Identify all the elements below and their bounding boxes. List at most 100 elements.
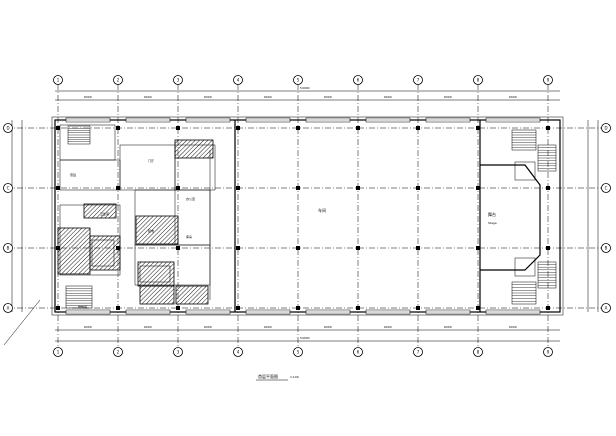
bay-dimension-top: 6000 [204, 95, 212, 99]
column-post [416, 126, 420, 130]
svg-text:B: B [605, 246, 608, 251]
svg-text:7: 7 [417, 350, 420, 355]
svg-text:D: D [6, 126, 9, 131]
column-post [116, 186, 120, 190]
axis-bubble-top-4: 4 [233, 75, 243, 85]
column-post [356, 126, 360, 130]
bay-dimension-top: 6000 [509, 95, 517, 99]
column-post [296, 186, 300, 190]
window-marks [65, 117, 541, 315]
svg-text:C: C [605, 186, 608, 191]
svg-text:4: 4 [237, 350, 240, 355]
overall-dimension-bottom: 54000 [300, 336, 310, 340]
column-post [56, 186, 60, 190]
axis-bubble-left-D: D [3, 123, 13, 133]
column-post [296, 126, 300, 130]
column-post [176, 246, 180, 250]
column-post [296, 306, 300, 310]
stairs [65, 125, 557, 309]
column-post [236, 126, 240, 130]
bay-dimension-bottom: 6000 [509, 325, 517, 329]
column-post [476, 186, 480, 190]
column-post [236, 246, 240, 250]
axis-bubble-bottom-1: 1 [53, 347, 63, 357]
axis-bubble-top-7: 7 [413, 75, 423, 85]
bay-dimension-top: 6000 [264, 95, 272, 99]
drawing-title-block: 首层平面图 1:100 [256, 373, 299, 381]
column-post [416, 186, 420, 190]
axis-bubble-bottom-5: 5 [293, 347, 303, 357]
column-post [56, 126, 60, 130]
column-post [546, 126, 550, 130]
svg-text:C: C [7, 186, 10, 191]
office-label: 办公室 [186, 196, 195, 201]
stair-bottom-left [65, 285, 93, 309]
axis-bubble-top-9: 9 [543, 75, 553, 85]
axis-bubble-top-6: 6 [353, 75, 363, 85]
column-post [476, 126, 480, 130]
stair-top-left [67, 125, 91, 145]
bay-dimension-top: 6000 [384, 95, 392, 99]
column-post [476, 246, 480, 250]
column-post [356, 306, 360, 310]
bay-dimension-top: 6000 [444, 95, 452, 99]
column-post [416, 306, 420, 310]
svg-text:5: 5 [297, 350, 300, 355]
axis-bubble-bottom-8: 8 [473, 347, 483, 357]
drawing-scale: 1:100 [290, 375, 299, 379]
stair-top-right-flight [537, 144, 557, 172]
axis-bubble-top-1: 1 [53, 75, 63, 85]
column-post [176, 126, 180, 130]
room-c-label: 库房 [186, 234, 192, 239]
axis-bubble-bottom-4: 4 [233, 347, 243, 357]
column-post [176, 186, 180, 190]
bay-dimension-bottom: 6000 [444, 325, 452, 329]
room-a-label: 门厅 [148, 158, 154, 163]
svg-text:3: 3 [177, 78, 180, 83]
svg-text:2: 2 [117, 78, 120, 83]
svg-text:4: 4 [237, 78, 240, 83]
bay-dimension-top: 6000 [144, 95, 152, 99]
svg-text:9: 9 [547, 350, 550, 355]
svg-text:6: 6 [357, 78, 360, 83]
column-post [116, 246, 120, 250]
svg-text:A: A [7, 306, 10, 311]
axis-bubble-top-5: 5 [293, 75, 303, 85]
axis-bubble-left-C: C [3, 183, 13, 193]
svg-text:1: 1 [57, 350, 60, 355]
column-post [356, 246, 360, 250]
column-post [56, 246, 60, 250]
overall-dimension-top: 54000 [300, 86, 310, 90]
bay-dimension-top: 6000 [84, 95, 92, 99]
stage-label: 舞台 [488, 211, 496, 217]
room-d-label: 值班 [70, 172, 76, 177]
column-post [356, 186, 360, 190]
column-post [416, 246, 420, 250]
column-post [56, 306, 60, 310]
svg-text:6: 6 [357, 350, 360, 355]
svg-text:D: D [604, 126, 607, 131]
column-post [116, 126, 120, 130]
svg-text:B: B [7, 246, 10, 251]
svg-text:8: 8 [477, 350, 480, 355]
svg-text:A: A [605, 306, 608, 311]
column-post [476, 306, 480, 310]
bay-dimension-bottom: 6000 [324, 325, 332, 329]
axis-bubble-right-D: D [601, 123, 611, 133]
room-b-label: 配电 [148, 228, 154, 233]
structural-columns [56, 126, 550, 310]
bay-dimension-bottom: 6000 [84, 325, 92, 329]
bay-dimension-bottom: 6000 [264, 325, 272, 329]
stage-area [480, 161, 541, 277]
exterior-walls [51, 116, 564, 316]
axis-bubble-top-8: 8 [473, 75, 483, 85]
axis-bubble-right-A: A [601, 303, 611, 313]
bay-dimension-top: 6000 [324, 95, 332, 99]
svg-text:3: 3 [177, 350, 180, 355]
axis-bubble-bottom-7: 7 [413, 347, 423, 357]
stage-sub-label: Stage [488, 221, 497, 225]
room-e-label: 卫生间 [100, 211, 109, 216]
dimension-lines: 6000 6000 6000 6000 6000 6000 6000 6000 6000 6000… [3, 90, 599, 346]
svg-text:1: 1 [57, 78, 60, 83]
